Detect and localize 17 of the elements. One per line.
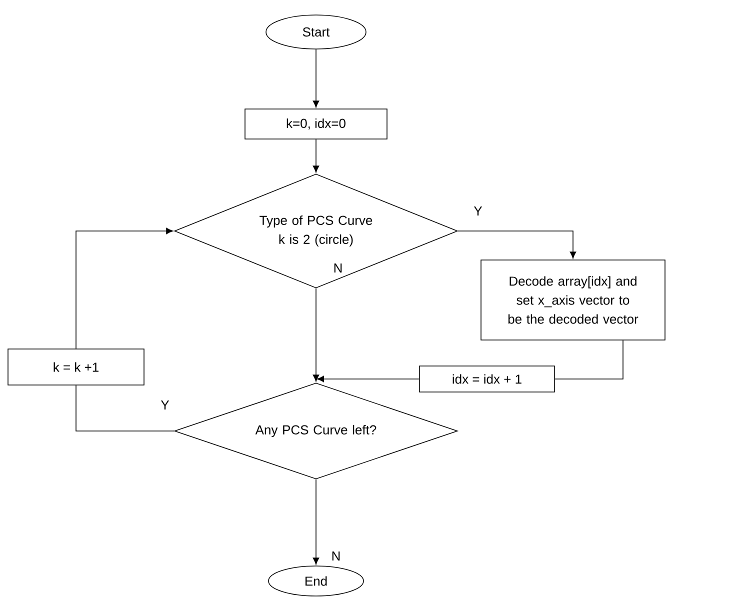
edge-label: Y <box>472 206 484 216</box>
edge-label: N <box>330 550 342 562</box>
process-box: idx = idx + 1 <box>419 366 555 392</box>
process-box: Decode array[idx] and set x_axis vector to be the decoded vector <box>480 260 666 340</box>
edge-label: N <box>332 262 344 274</box>
arrow <box>312 288 320 382</box>
arrow <box>458 230 576 259</box>
end-terminal: End <box>268 566 364 596</box>
edge-label: Y <box>160 400 170 410</box>
start-terminal: Start <box>266 14 366 50</box>
arrow <box>312 49 320 108</box>
arrow <box>317 376 420 382</box>
arrow <box>76 228 174 349</box>
process-box: k = k +1 <box>8 348 144 386</box>
process-box: k=0, idx=0 <box>244 108 388 140</box>
arrow <box>312 479 320 565</box>
arrow <box>312 139 320 173</box>
